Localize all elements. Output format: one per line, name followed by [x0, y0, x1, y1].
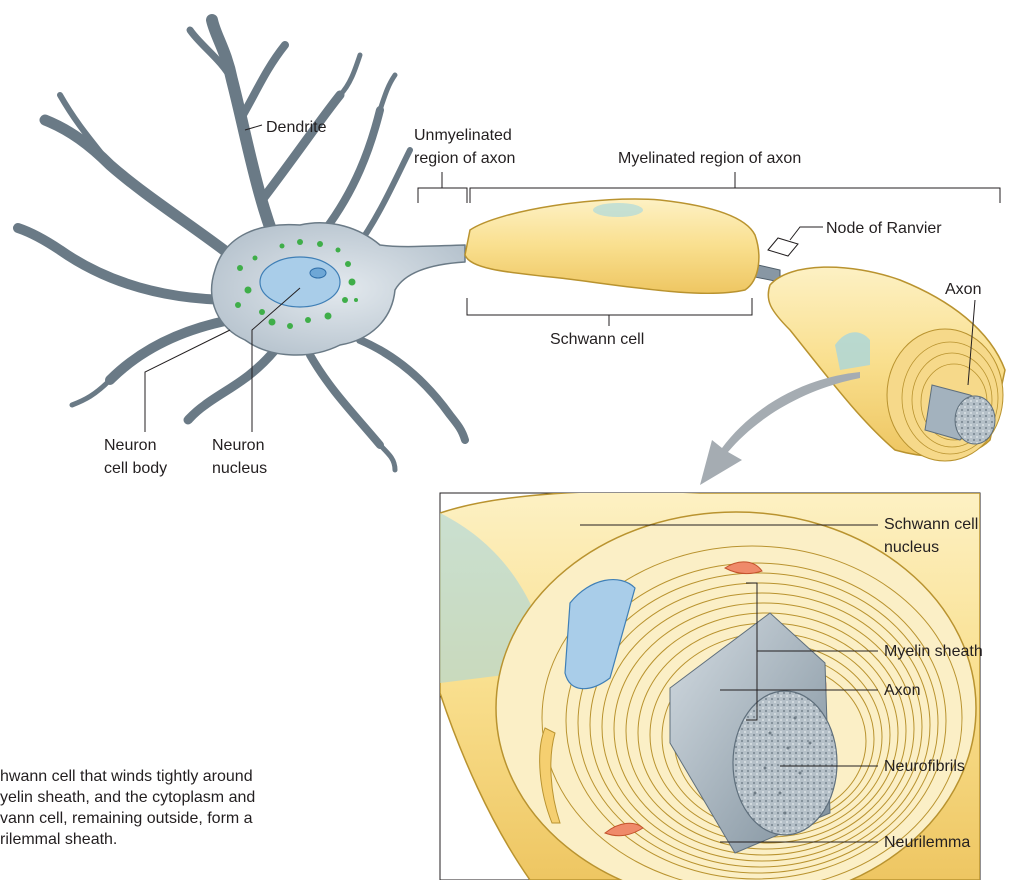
- label-node-of-ranvier: Node of Ranvier: [826, 220, 942, 237]
- caption-line: yelin sheath, and the cytoplasm and: [0, 787, 400, 808]
- label-myelin-sheath: Myelin sheath: [884, 643, 983, 660]
- label-axon-detail: Axon: [884, 682, 920, 699]
- label-neurofibrils: Neurofibrils: [884, 758, 965, 775]
- label-unmyelinated-line1: Unmyelinated: [414, 127, 512, 144]
- zoom-arrow: [700, 372, 860, 485]
- caption-line: rilemmal sheath.: [0, 829, 400, 850]
- label-axon: Axon: [945, 281, 981, 298]
- label-schwann-cell: Schwann cell: [550, 331, 644, 348]
- label-neuron-cell-body-line1: Neuron: [104, 437, 156, 454]
- label-neurilemma: Neurilemma: [884, 834, 970, 851]
- caption-line: vann cell, remaining outside, form a: [0, 808, 400, 829]
- label-neuron-nucleus-line1: Neuron: [212, 437, 264, 454]
- label-dendrite: Dendrite: [266, 119, 327, 136]
- caption: hwann cell that winds tightly around yel…: [0, 766, 400, 850]
- label-neuron-cell-body-line2: cell body: [104, 460, 167, 477]
- caption-line: hwann cell that winds tightly around: [0, 766, 400, 787]
- label-neuron-nucleus-line2: nucleus: [212, 460, 267, 477]
- label-schwann-nucleus-line2: nucleus: [884, 539, 939, 556]
- node-of-ranvier-marker: [768, 227, 823, 256]
- label-unmyelinated-line2: region of axon: [414, 150, 515, 167]
- unmyelinated-bracket: [418, 172, 467, 203]
- label-myelinated: Myelinated region of axon: [618, 150, 801, 167]
- neuron-nucleus: [260, 257, 340, 307]
- schwann-cell-bracket: [467, 298, 752, 326]
- myelinated-bracket: [470, 172, 1000, 203]
- neuron: [18, 20, 465, 470]
- label-schwann-nucleus-line1: Schwann cell: [884, 516, 978, 533]
- schwann-cell-segment-1: [465, 199, 759, 293]
